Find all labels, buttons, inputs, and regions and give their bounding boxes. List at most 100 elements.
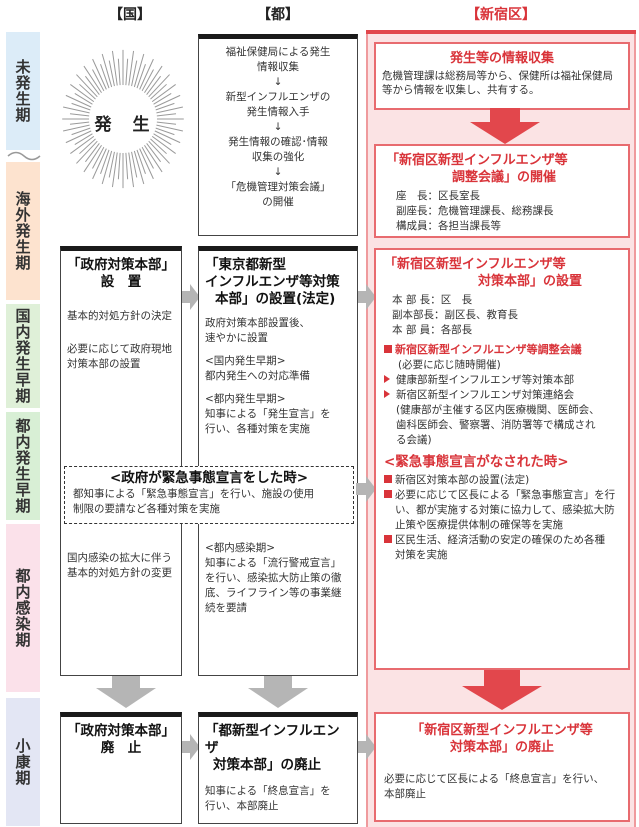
burst-ray: [79, 83, 99, 103]
gray-right-arrow-icon: [358, 284, 376, 310]
burst-ray: [150, 128, 181, 144]
to-early-line: 「危機管理対策会議」: [225, 181, 331, 193]
burst-ray: [101, 147, 114, 185]
burst-ray: [83, 65, 105, 97]
burst-ray: [84, 139, 103, 163]
tokyo-hq-text: 行い、各種対策を実施: [205, 423, 310, 435]
phase-label-domestic-early: 国内発生早期: [6, 304, 40, 408]
emergency-body-1: 都知事による「緊急事態宣言」を行い、施設の使用: [73, 488, 315, 500]
meeting-member-row: 副座長：危機管理課長、総務課長: [396, 205, 554, 217]
government-hq-policy: 基本的対処方針の決定: [67, 310, 172, 322]
tokyo-hq-title-1: 「東京都新型: [205, 257, 286, 273]
burst-ray: [145, 74, 170, 101]
tokyo-hq-title-2: インフルエンザ等対策: [205, 274, 340, 290]
shinjuku-hq-box: 「新宿区新型インフルエンザ等 対策本部」の設置 本 部 長：区 長 副本部長：副…: [374, 248, 630, 670]
burst-ray: [143, 75, 162, 99]
tokyo-hq-text: 知事による「発生宣言」を: [205, 408, 331, 420]
tokyo-hq-abolish-box: 「都新型インフルエンザ 対策本部」の廃止 知事による「終息宣言」を 行い、本部廃…: [198, 712, 358, 824]
burst-ray: [74, 131, 97, 145]
burst-ray: [63, 123, 94, 132]
shinjuku-subcommittee-note: (必要に応じ随時開催): [398, 359, 501, 371]
tokyo-hq-abolish-body: 知事による「終息宣言」を: [205, 785, 331, 797]
government-hq-title-1: 「政府対策本部」: [67, 257, 175, 273]
phase-label-tokyo-early: 都内発生早期: [6, 412, 40, 520]
burst-ray: [70, 133, 98, 154]
burst-ray: [63, 106, 94, 115]
burst-ray: [145, 137, 170, 164]
emergency-body-2: 制限の要請など各種対策を実施: [73, 503, 220, 515]
tokyo-hq-phase-label: <都内感染期>: [205, 542, 276, 554]
government-hq-abolish-title-1: 「政府対策本部」: [67, 723, 175, 739]
emergency-declaration-box: <政府が緊急事態宣言をした時> 都知事による「緊急事態宣言」を行い、施設の使用 …: [64, 466, 354, 524]
tokyo-hq-box: 「東京都新型 インフルエンザ等対策 本部」の設置(法定) 政府対策本部設置後、 …: [198, 246, 358, 676]
burst-ray: [137, 58, 154, 94]
burst-ray: [92, 143, 107, 169]
red-triangle-bullet-icon: [384, 375, 390, 383]
burst-ray: [65, 94, 96, 110]
down-arrow-icon: ↓: [273, 166, 283, 178]
red-down-arrow-icon: [462, 670, 542, 710]
burst-ray: [139, 69, 154, 95]
burst-ray: [143, 139, 162, 163]
burst-ray: [76, 74, 101, 101]
burst-ray: [108, 147, 116, 178]
to-early-line: 情報収集: [257, 61, 299, 73]
tokyo-hq-abolish-body: 行い、本部廃止: [205, 800, 279, 812]
burst-ray: [117, 58, 121, 90]
burst-ray: [148, 133, 176, 154]
phase-label-tokyo-spread: 都内感染期: [6, 524, 40, 692]
gray-down-arrow-icon: [248, 676, 308, 708]
tokyo-hq-text: 知事による「流行警戒宣言」: [205, 557, 342, 569]
tokyo-hq-text: 都内発生への対応準備: [205, 370, 310, 382]
shinjuku-emergency-item: 必要に応じて区長による「緊急事態宣言」を行: [384, 488, 620, 503]
shinjuku-subcommittee-item: 健康部新型インフルエンザ等対策本部: [384, 373, 620, 388]
shinjuku-emergency-item: 区民生活、経済活動の安定の確保のため各種: [384, 533, 620, 548]
to-early-line: 収集の強化: [251, 151, 305, 163]
burst-ray: [100, 146, 111, 174]
red-square-bullet-icon: [384, 535, 392, 543]
burst-ray: [65, 128, 96, 144]
shinjuku-info-collection-box: 発生等の情報収集 危機管理課は総務局等から、保健所は福祉保健局等から情報を収集し…: [374, 42, 630, 110]
down-arrow-icon: ↓: [273, 76, 283, 88]
burst-ray: [125, 148, 129, 180]
tokyo-hq-text: 底、ライフライン等の事業継: [205, 587, 342, 599]
burst-ray: [70, 84, 98, 105]
burst-ray: [135, 146, 146, 174]
shinjuku-hq-abolish-box: 「新宿区新型インフルエンザ等 対策本部」の廃止 必要に応じて区長による「終息宣言…: [374, 712, 630, 822]
gray-right-arrow-icon: [182, 734, 200, 760]
tokyo-hq-text: 速やかに設置: [205, 332, 268, 344]
burst-ray: [92, 69, 107, 95]
tokyo-hq-abolish-title-2: 対策本部」の廃止: [213, 757, 321, 773]
meeting-member-row: 座 長：区長室長: [396, 190, 480, 202]
government-hq-local-line1: 必要に応じて政府現地: [67, 343, 172, 355]
burst-ray: [137, 144, 154, 180]
burst-ray: [149, 93, 172, 107]
burst-ray: [152, 106, 183, 115]
tokyo-hq-title-3: 本部」の設置(法定): [215, 291, 336, 307]
burst-ray: [111, 148, 119, 188]
burst-ray: [139, 143, 154, 169]
shinjuku-subcommittee-item: 新宿区新型インフルエンザ対策連絡会: [384, 388, 620, 403]
shinjuku-coordination-meeting-box: 「新宿区新型インフルエンザ等 調整会議」の開催 座 長：区長室長 副座長：危機管…: [374, 144, 630, 238]
burst-ray: [150, 94, 181, 110]
burst-ray: [111, 50, 119, 90]
gray-right-arrow-icon: [356, 476, 376, 502]
to-early-line: 福祉保健局による発生: [225, 46, 331, 58]
burst-ray: [76, 137, 101, 164]
burst-ray: [127, 50, 135, 90]
phase-label-overseas: 海外発生期: [6, 162, 40, 300]
wave-divider-icon: [7, 151, 41, 161]
shinjuku-column-topbar: [366, 30, 636, 34]
to-early-line: 新型インフルエンザの: [225, 91, 331, 103]
shinjuku-hq-abolish-body: 本部廃止: [384, 788, 426, 800]
red-triangle-bullet-icon: [384, 390, 390, 398]
shinjuku-emergency-title: <緊急事態宣言がなされた時>: [384, 454, 569, 470]
hq-member-row: 副本部長：副区長、教育長: [392, 309, 518, 321]
gray-right-arrow-icon: [358, 734, 376, 760]
outbreak-burst-icon: [62, 49, 184, 189]
shinjuku-meeting-title-2: 調整会議」の開催: [452, 170, 557, 185]
burst-ray: [101, 53, 114, 91]
burst-ray: [83, 141, 105, 173]
shinjuku-subcommittee-title: 新宿区新型インフルエンザ等調整会議: [384, 341, 620, 358]
government-hq-change-line1: 国内感染の拡大に伴う: [67, 552, 172, 564]
